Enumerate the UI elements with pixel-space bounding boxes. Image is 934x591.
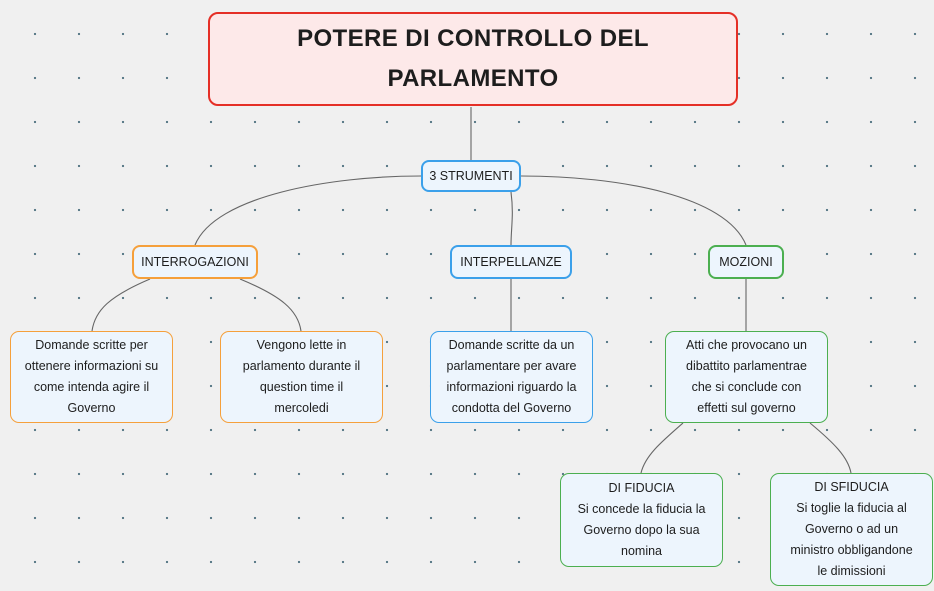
edge-leaf-d-to-sfiducia xyxy=(809,422,852,474)
leaf-line: Governo dopo la sua xyxy=(583,523,700,537)
leaf-line: Domande scritte da un xyxy=(448,338,575,352)
leaf-line: condotta del Governo xyxy=(451,401,572,415)
leaf-line: nomina xyxy=(621,544,662,558)
leaf-line: Atti che provocano un xyxy=(686,338,807,352)
edge-leaf-d-to-fiducia xyxy=(640,422,684,474)
leaf-line: DI SFIDUCIA xyxy=(814,480,889,494)
category-node-interpellanze[interactable]: INTERPELLANZE xyxy=(450,245,572,279)
leaf-node-interrogazioni-question-time[interactable]: Vengono lette in parlamento durante il q… xyxy=(220,331,383,423)
edge-interrogazioni-to-leaf-b xyxy=(239,278,302,332)
leaf-node-interrogazioni-domande-scritte[interactable]: Domande scritte per ottenere informazion… xyxy=(10,331,173,423)
leaf-line: mercoledi xyxy=(274,401,329,415)
edge-hub-to-interpellanze xyxy=(510,191,513,246)
leaf-line: Si concede la fiducia la xyxy=(577,502,706,516)
leaf-line: le dimissioni xyxy=(817,564,886,578)
leaf-line: che si conclude con xyxy=(691,380,802,394)
leaf-line: dibattito parlamentrae xyxy=(686,359,807,373)
category-node-mozioni[interactable]: MOZIONI xyxy=(708,245,784,279)
root-node[interactable]: POTERE DI CONTROLLO DEL PARLAMENTO xyxy=(208,12,738,106)
leaf-line: come intenda agire il xyxy=(33,380,150,394)
leaf-line: Governo o ad un xyxy=(804,522,899,536)
leaf-line: parlamentare per avare xyxy=(446,359,577,373)
category-label-mozioni: MOZIONI xyxy=(719,255,773,269)
leaf-node-interpellanze-domande-scritte[interactable]: Domande scritte da un parlamentare per a… xyxy=(430,331,593,423)
leaf-line: Domande scritte per xyxy=(35,338,148,352)
leaf-node-mozione-di-fiducia[interactable]: DI FIDUCIA Si concede la fiducia la Gove… xyxy=(560,473,723,567)
edge-hub-to-interrogazioni xyxy=(194,175,422,246)
leaf-line: ministro obbligandone xyxy=(790,543,913,557)
leaf-line: ottenere informazioni su xyxy=(24,359,159,373)
leaf-line: Vengono lette in xyxy=(256,338,347,352)
edge-hub-to-mozioni xyxy=(520,175,747,246)
root-title-line-1: POTERE DI CONTROLLO DEL xyxy=(297,25,649,52)
leaf-line: informazioni riguardo la xyxy=(446,380,577,394)
leaf-node-mozione-di-sfiducia[interactable]: DI SFIDUCIA Si toglie la fiducia al Gove… xyxy=(770,473,933,586)
leaf-line: Si toglie la fiducia al xyxy=(796,501,907,515)
leaf-line: question time il xyxy=(259,380,344,394)
leaf-line: parlamento durante il xyxy=(242,359,361,373)
root-title-line-2: PARLAMENTO xyxy=(387,65,559,92)
leaf-line: DI FIDUCIA xyxy=(608,481,675,495)
leaf-line: Governo xyxy=(67,401,116,415)
category-node-interrogazioni[interactable]: INTERROGAZIONI xyxy=(132,245,258,279)
hub-label: 3 STRUMENTI xyxy=(429,169,513,183)
category-label-interpellanze: INTERPELLANZE xyxy=(460,255,562,269)
edge-interrogazioni-to-leaf-a xyxy=(91,278,151,332)
category-label-interrogazioni: INTERROGAZIONI xyxy=(141,255,249,269)
leaf-node-mozioni-atti[interactable]: Atti che provocano un dibattito parlamen… xyxy=(665,331,828,423)
leaf-line: effetti sul governo xyxy=(697,401,796,415)
hub-node-3-strumenti[interactable]: 3 STRUMENTI xyxy=(421,160,521,192)
